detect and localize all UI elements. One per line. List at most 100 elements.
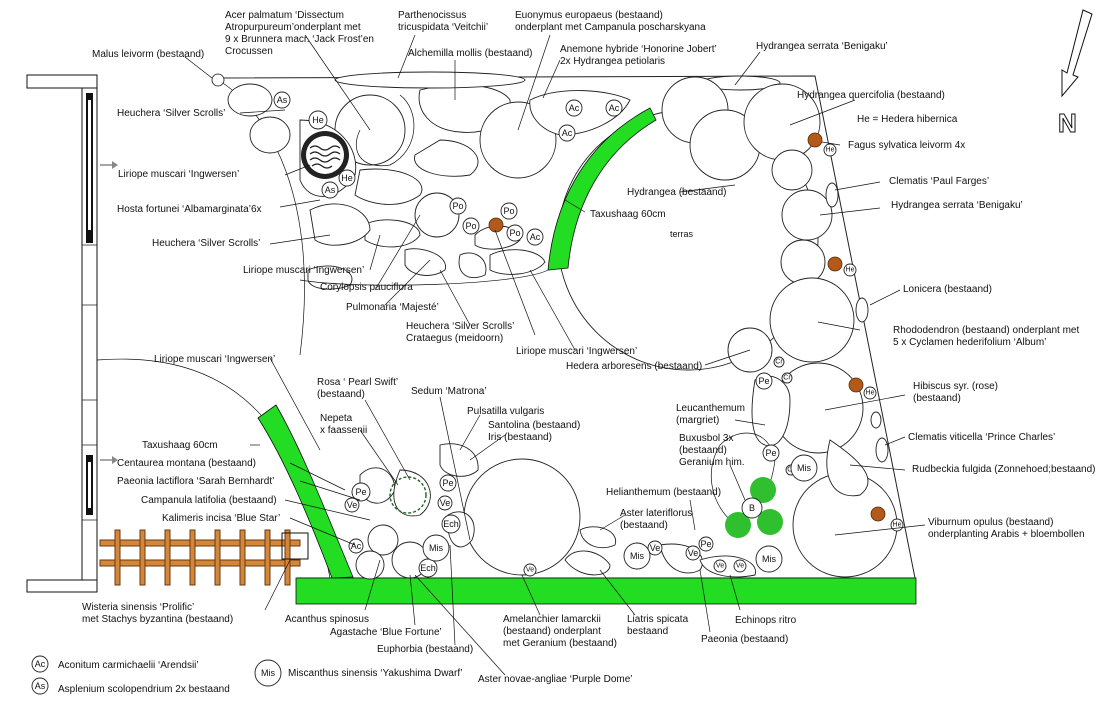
symbol-text: Ac [562, 128, 573, 138]
symbol-po4: Po [506, 224, 524, 242]
label-rosa: (bestaand) [317, 389, 365, 400]
symbol-ve3: Ve [647, 540, 663, 556]
label-kalim: Kalimeris incisa ‘Blue Star’ [162, 513, 280, 524]
symbol-text: Pe [700, 539, 711, 549]
label-clemPF: Clematis ‘Paul Farges’ [889, 176, 989, 187]
symbol-as2: As [321, 181, 339, 199]
legend-symbol: As [35, 681, 46, 691]
symbol-pe1: Pe [755, 372, 773, 390]
legend-text: Asplenium scolopendrium 2x bestaand [58, 684, 230, 695]
taxus-hedge-north [547, 107, 657, 271]
label-alch: Alchemilla mollis (bestaand) [408, 48, 533, 59]
label-euon: onderplant met Campanula poscharskyana [515, 22, 706, 33]
symbol-he2: He [338, 169, 356, 187]
label-viburn: onderplanting Arabis + bloembollen [928, 529, 1085, 540]
symbol-ve5: Ve [713, 559, 727, 573]
symbol-text: He [846, 267, 855, 274]
label-liatr: bestaand [627, 626, 668, 637]
symbol-ve6: Ve [733, 559, 747, 573]
symbol-text: He [341, 173, 353, 183]
symbol-text: Pe [765, 448, 776, 458]
label-taxus2: Taxushaag 60cm [142, 440, 218, 451]
leader-lines [184, 34, 926, 676]
symbol-he3: He [823, 143, 837, 157]
symbol-text: He [866, 390, 875, 397]
label-heder: Hedera arboresens (bestaand) [566, 361, 702, 372]
label-leuc: (margriet) [676, 415, 719, 426]
symbol-text: Ve [736, 563, 744, 570]
label-parth: tricuspidata ‘Veitchii’ [398, 22, 488, 33]
label-acer: Atropurpureum’onderplant met [225, 22, 361, 33]
label-coryl: Corylopsis pauciflora [320, 282, 413, 293]
legend-symbol-circle [254, 659, 282, 687]
symbol-text: Po [503, 206, 514, 216]
label-hserr2: Hydrangea serrata ‘Benigaku’ [891, 200, 1023, 211]
label-heuch1: Heuchera ‘Silver Scrolls’ [117, 108, 225, 119]
symbol-text: Ech [420, 563, 436, 573]
symbol-text: Ech [443, 519, 459, 529]
label-lir2: Liriope muscari ‘Ingwersen’ [243, 265, 364, 276]
symbol-as1: As [273, 91, 291, 109]
label-santo: Santolina (bestaand) [488, 420, 580, 431]
label-echin: Echinops ritro [735, 615, 797, 626]
legend-symbol-circle [31, 677, 49, 695]
label-aster2: Aster novae-angliae ‘Purple Dome’ [478, 674, 633, 685]
symbol-cr2: Cr [781, 372, 793, 384]
label-sedum: Sedum ‘Matrona’ [411, 386, 487, 397]
symbol-text: Ac [351, 541, 362, 551]
label-nepeta: Nepeta [320, 413, 353, 424]
label-aster1: Aster lateriflorus [620, 508, 692, 519]
taxus-hedge-south [295, 577, 917, 605]
label-taxus1: Taxushaag 60cm [590, 209, 666, 220]
label-acer: 9 x Brunnera macr. ‘Jack Frost’en [225, 34, 374, 45]
label-hosta: Hosta fortunei ‘Albamarginata’6x [117, 204, 262, 215]
symbol-mis2: Mis [422, 534, 450, 562]
label-pulm: Pulmonaria ‘Majesté’ [346, 302, 439, 313]
symbol-text: Pe [355, 487, 366, 497]
label-paeo2: Paeonia (bestaand) [701, 634, 788, 645]
view-arrows [100, 161, 118, 464]
label-heuch2: Heuchera ‘Silver Scrolls’ [152, 238, 260, 249]
taxus-hedge-west [257, 404, 354, 579]
symbol-po2: Po [500, 202, 518, 220]
label-leuc: Leucanthemum [676, 403, 745, 414]
rosa-circle [389, 476, 427, 514]
symbol-he4: He [843, 263, 857, 277]
legend-symbol: Mis [261, 668, 275, 678]
label-hibis: Hibiscus syr. (rose) [913, 381, 998, 392]
symbol-text: Po [465, 221, 476, 231]
legend-symbol-circle [31, 655, 49, 673]
symbol-text: Cr [775, 359, 783, 366]
label-hquer: Hydrangea quercifolia (bestaand) [797, 90, 945, 101]
pergola [99, 529, 309, 586]
label-anem: 2x Hydrangea petiolaris [560, 56, 665, 67]
label-heuch3: Crataegus (meidoorn) [406, 333, 503, 344]
symbol-ac1: Ac [565, 99, 583, 117]
label-viburn: Viburnum opulus (bestaand) [928, 517, 1053, 528]
label-heuch3: Heuchera ‘Silver Scrolls’ [406, 321, 514, 332]
symbol-text: Ac [569, 103, 580, 113]
label-pulsat: Pulsatilla vulgaris [467, 406, 544, 417]
symbol-po3: Po [462, 217, 480, 235]
symbol-pe3: Pe [351, 482, 371, 502]
north-label: N [1058, 108, 1077, 138]
symbol-ve1: Ve [344, 497, 360, 513]
symbol-ac2: Ac [605, 99, 623, 117]
label-wist: met Stachys byzantina (bestaand) [82, 614, 233, 625]
symbol-mis4: Mis [755, 545, 783, 573]
symbol-ach1: Ac [348, 538, 364, 554]
symbol-ac4: Ac [526, 228, 544, 246]
label-rudb: Rudbeckia fulgida (Zonnehoed;bestaand) [912, 464, 1095, 475]
symbol-text: B [749, 503, 755, 513]
label-buxus: (bestaand) [679, 445, 727, 456]
symbol-text: Mis [630, 551, 644, 561]
symbol-mis1: Mis [790, 454, 818, 482]
legend-text: Miscanthus sinensis ‘Yakushima Dwarf’ [288, 668, 463, 679]
label-aster1: (bestaand) [620, 520, 668, 531]
label-anem: Anemone hybride ‘Honorine Jobert’ [560, 44, 717, 55]
label-clemPC: Clematis viticella ‘Prince Charles’ [908, 432, 1055, 443]
symbol-text: Ac [609, 103, 620, 113]
symbol-text: Ve [526, 567, 534, 574]
